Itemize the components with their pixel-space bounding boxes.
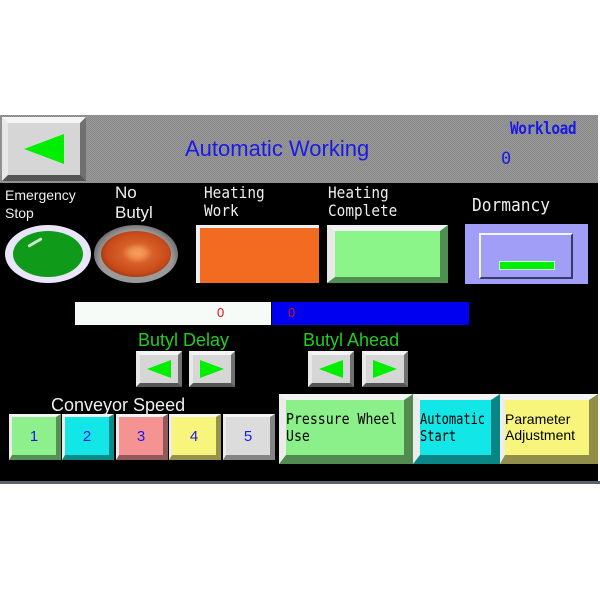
- butyl-ahead-display: 0: [272, 302, 469, 325]
- conveyor-speed-button-label: 1: [29, 427, 39, 445]
- butyl-ahead-decrease-button[interactable]: [308, 351, 354, 387]
- heating-work-indicator: [196, 225, 319, 283]
- automatic-start-button[interactable]: Automatic Start: [413, 394, 500, 464]
- conveyor-speed-button-5[interactable]: 5: [223, 414, 275, 460]
- workload-value: 0: [501, 149, 512, 169]
- butyl-delay-decrease-button[interactable]: [136, 351, 182, 387]
- conveyor-speed-button-3[interactable]: 3: [116, 414, 168, 460]
- parameter-adjustment-button[interactable]: Parameter Adjustment: [500, 394, 598, 464]
- heating-complete-label-line2: Complete: [328, 201, 398, 221]
- heating-work-label: Heating Work: [204, 183, 265, 221]
- butyl-delay-label: Butyl Delay: [138, 330, 230, 350]
- conveyor-speed-button-label: 3: [136, 427, 146, 445]
- butyl-ahead-value: 0: [288, 305, 296, 320]
- heating-complete-label-line1: Heating: [328, 183, 389, 202]
- pressure-wheel-label-line1: Pressure Wheel: [286, 410, 398, 428]
- conveyor-speed-button-1[interactable]: 1: [9, 414, 61, 460]
- dormancy-button-face: [479, 233, 573, 279]
- no-butyl-lamp: [94, 225, 178, 283]
- lamp-glint: [27, 237, 43, 248]
- arrow-left-icon: [24, 134, 64, 164]
- dormancy-status-bar: [499, 261, 555, 270]
- pressure-wheel-label-line2: Use: [286, 426, 310, 445]
- emergency-stop-label: Emergency Stop: [5, 187, 76, 222]
- emergency-stop-lamp-face: [13, 231, 83, 277]
- butyl-delay-value: 0: [217, 305, 225, 320]
- heating-work-label-line1: Heating: [204, 183, 265, 202]
- no-butyl-label-line2: Butyl: [115, 203, 153, 223]
- no-butyl-label-line1: No: [115, 183, 137, 202]
- arrow-left-icon: [147, 360, 171, 378]
- header-bar: Automatic Working Workload 0: [0, 115, 598, 183]
- workload-label: Workload: [510, 119, 577, 139]
- heating-complete-label: Heating Complete: [328, 183, 398, 221]
- panel-bottom-edge: [0, 481, 600, 484]
- conveyor-speed-button-label: 4: [189, 427, 199, 445]
- no-butyl-label: No Butyl: [115, 183, 153, 224]
- conveyor-speed-button-label: 2: [82, 427, 92, 445]
- hmi-panel: Automatic Working Workload 0 Emergency S…: [0, 115, 598, 481]
- pressure-wheel-use-button[interactable]: Pressure Wheel Use: [279, 394, 413, 464]
- automatic-start-label-line2: Start: [420, 426, 457, 445]
- butyl-ahead-label: Butyl Ahead: [303, 330, 400, 350]
- heating-complete-indicator: [327, 225, 448, 283]
- back-button[interactable]: [2, 117, 86, 181]
- butyl-delay-increase-button[interactable]: [189, 351, 235, 387]
- arrow-right-icon: [200, 360, 224, 378]
- heating-work-label-line2: Work: [204, 201, 239, 221]
- page-title: Automatic Working: [185, 136, 370, 161]
- parameter-adjustment-label-line1: Parameter: [505, 411, 571, 428]
- emergency-stop-lamp[interactable]: [5, 225, 91, 283]
- butyl-delay-display: 0: [75, 302, 271, 325]
- dormancy-label: Dormancy: [472, 195, 551, 216]
- emergency-stop-label-line1: Emergency: [5, 187, 76, 203]
- no-butyl-lamp-face: [101, 231, 171, 277]
- dormancy-button[interactable]: [465, 224, 588, 284]
- arrow-left-icon: [319, 360, 343, 378]
- arrow-right-icon: [373, 360, 397, 378]
- conveyor-speed-label: Conveyor Speed: [51, 395, 186, 415]
- parameter-adjustment-label-line2: Adjustment: [505, 426, 576, 443]
- automatic-start-label-line1: Automatic: [420, 410, 486, 428]
- conveyor-speed-button-2[interactable]: 2: [62, 414, 114, 460]
- conveyor-speed-button-label: 5: [243, 427, 253, 445]
- emergency-stop-label-line2: Stop: [5, 204, 34, 221]
- conveyor-speed-button-4[interactable]: 4: [169, 414, 221, 460]
- butyl-ahead-increase-button[interactable]: [362, 351, 408, 387]
